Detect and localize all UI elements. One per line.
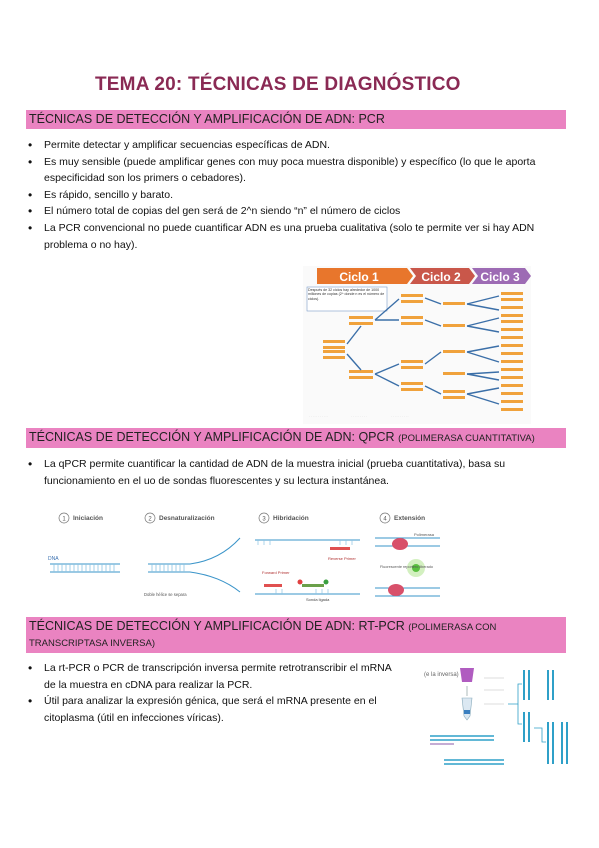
section-heading-pcr: TÉCNICAS DE DETECCIÓN Y AMPLIFICACIÓN DE… [26, 110, 566, 129]
step-number: 2 [148, 516, 152, 522]
section-heading-rtpcr: TÉCNICAS DE DETECCIÓN Y AMPLIFICACIÓN DE… [26, 617, 566, 653]
reagent-icon [460, 668, 474, 682]
step-label: Extensión [394, 515, 425, 522]
section-heading-qpcr: TÉCNICAS DE DETECCIÓN Y AMPLIFICACIÓN DE… [26, 428, 566, 448]
cycle3-label: Ciclo 3 [480, 270, 520, 284]
svg-text:· · · · · · · · ·: · · · · · · · · · [351, 414, 367, 418]
cycle2-label: Ciclo 2 [421, 270, 461, 284]
svg-text:· · · · · · · · · · ·: · · · · · · · · · · · [309, 414, 328, 418]
rtpcr-figure: (e la inversa) [424, 668, 568, 765]
dna-label: DNA [48, 556, 59, 562]
step-number: 1 [62, 516, 66, 522]
step-number: 4 [383, 516, 387, 522]
cycle3-banner [472, 268, 531, 284]
qpcr-bullet-list: La qPCR permite cuantificar la cantidad … [26, 456, 526, 489]
tube-icon [461, 697, 473, 721]
step-label: Hibridación [273, 515, 309, 522]
polymerase-label: Polimerasa [414, 532, 435, 537]
list-item: La rt-PCR o PCR de transcripción inversa… [26, 660, 401, 693]
list-item: Es muy sensible (puede amplificar genes … [26, 154, 536, 187]
list-item: La PCR convencional no puede cuantificar… [26, 220, 536, 253]
note-box [306, 286, 388, 312]
reverse-primer-label: Reverse Primer [328, 556, 356, 561]
reverse-primer-mark [330, 547, 350, 550]
list-item: El número total de copias del gen será d… [26, 203, 536, 220]
separation-label: Doble hélice se separa [144, 592, 187, 597]
list-item: Permite detectar y amplificar secuencias… [26, 137, 536, 154]
fluorophore-mark [412, 564, 420, 572]
step-label: Iniciación [73, 515, 103, 522]
list-item: Es rápido, sencillo y barato. [26, 187, 536, 204]
list-item: La qPCR permite cuantificar la cantidad … [26, 456, 526, 489]
rtpcr-bullet-list: La rt-PCR o PCR de transcripción inversa… [26, 660, 401, 726]
cycle1-label: Ciclo 1 [339, 270, 379, 284]
page-title: TEMA 20: TÉCNICAS DE DIAGNÓSTICO [95, 74, 461, 95]
list-item: Útil para analizar la expresión génica, … [26, 693, 401, 726]
section-heading-text: TÉCNICAS DE DETECCIÓN Y AMPLIFICACIÓN DE… [29, 112, 385, 126]
fluorophore-label: Fluorescente reportero liberado [380, 565, 433, 569]
step-number: 3 [262, 516, 266, 522]
section-heading-subtitle: (POLIMERASA CUANTITATIVA) [398, 433, 535, 444]
qpcr-steps-figure: 1 Iniciación 2 Desnaturalización 3 Hibri… [48, 512, 440, 602]
note-text: Después de 32 ciclos hay alrededor de 10… [308, 288, 385, 301]
pcr-bullet-list: Permite detectar y amplificar secuencias… [26, 137, 536, 253]
section-heading-subtitle: (POLIMERASA CON TRANSCRIPTASA INVERSA) [29, 622, 497, 649]
cycle1-banner [317, 268, 413, 284]
section-heading-text: TÉCNICAS DE DETECCIÓN Y AMPLIFICACIÓN DE… [29, 619, 405, 633]
cycle2-banner [410, 268, 475, 284]
section-heading-text: TÉCNICAS DE DETECCIÓN Y AMPLIFICACIÓN DE… [29, 430, 395, 444]
rt-figure-label: (e la inversa) [424, 672, 459, 678]
forward-primer-mark [264, 584, 282, 587]
probe-label: Sonda ligada [306, 597, 330, 602]
step-label: Desnaturalización [159, 515, 215, 522]
probe-mark [302, 584, 324, 587]
pcr-cycles-figure: Ciclo 1 Ciclo 2 Ciclo 3 Después de 32 ci… [303, 266, 531, 424]
forward-primer-label: Forward Primer [262, 570, 290, 575]
svg-text:· · · · · · · · · ·: · · · · · · · · · · [391, 414, 409, 418]
polymerase-mark [392, 538, 408, 550]
